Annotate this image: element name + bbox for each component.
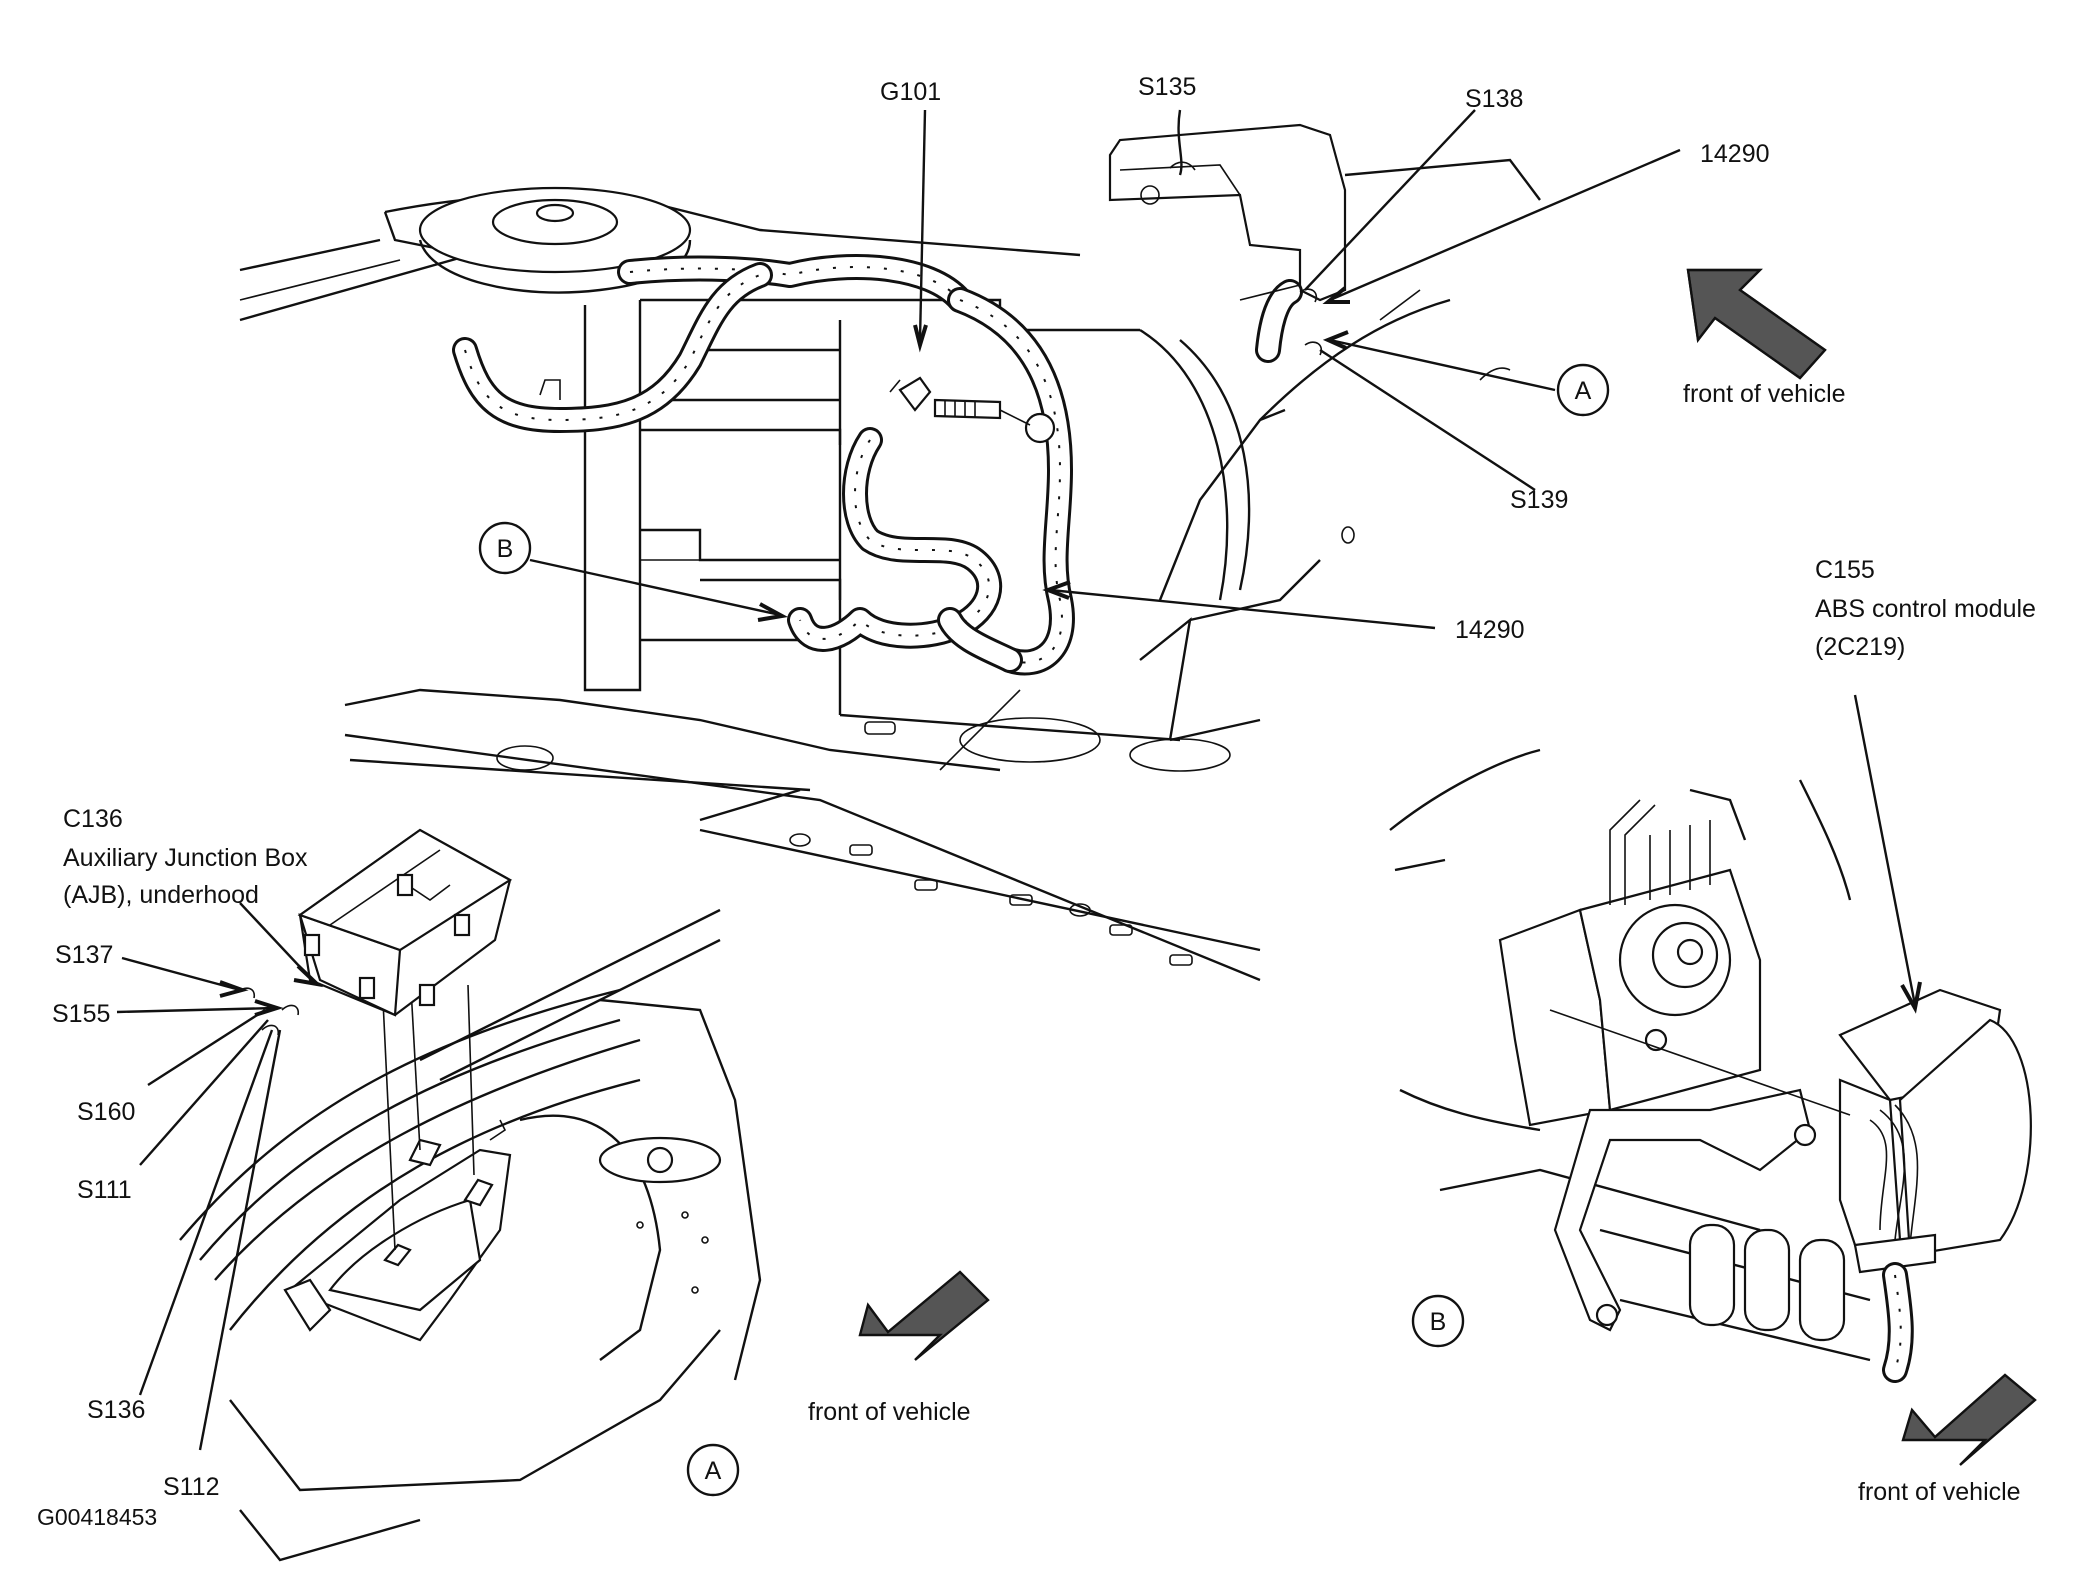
view-marker-main-b: B <box>478 521 532 575</box>
label-s112: S112 <box>163 1473 220 1501</box>
inset-a-drawing <box>179 828 762 1562</box>
main-view-leader-lines <box>529 109 1681 630</box>
label-g101: G101 <box>880 78 941 106</box>
svg-text:B: B <box>497 535 514 563</box>
view-marker-main-a: A <box>1556 363 1610 417</box>
direction-labels: front of vehicle front of vehicle front … <box>808 380 2021 1506</box>
inset-b-leader-lines <box>1853 694 1922 1014</box>
label-s160: S160 <box>77 1098 135 1126</box>
svg-text:A: A <box>705 1457 722 1485</box>
front-of-vehicle-label-main: front of vehicle <box>1683 380 1846 408</box>
label-s138: S138 <box>1465 85 1523 113</box>
label-c155-desc-1: ABS control module <box>1815 595 2036 623</box>
label-c155: C155 <box>1815 556 1875 584</box>
label-c155-desc-2: (2C219) <box>1815 633 1905 661</box>
front-of-vehicle-arrow-inset-a <box>858 1270 990 1361</box>
front-of-vehicle-arrow-main <box>1686 268 1827 380</box>
label-s155: S155 <box>52 1000 110 1028</box>
callout-labels: G101 S135 S138 14290 S139 14290 C136 Aux… <box>52 73 2036 1501</box>
front-of-vehicle-label-inset-b: front of vehicle <box>1858 1478 2021 1506</box>
svg-text:A: A <box>1575 377 1592 405</box>
label-s139: S139 <box>1510 486 1568 514</box>
label-c136-desc-2: (AJB), underhood <box>63 881 259 909</box>
label-s111: S111 <box>77 1176 132 1204</box>
label-s137: S137 <box>55 941 113 969</box>
label-14290-mid: 14290 <box>1455 616 1525 644</box>
label-14290-top: 14290 <box>1700 140 1770 168</box>
front-of-vehicle-arrow-inset-b <box>1901 1373 2037 1466</box>
svg-text:B: B <box>1430 1308 1447 1336</box>
inset-b-drawing <box>1389 748 2032 1383</box>
view-marker-inset-a: A <box>686 1443 740 1497</box>
front-of-vehicle-label-inset-a: front of vehicle <box>808 1398 971 1426</box>
label-s136: S136 <box>87 1396 145 1424</box>
label-c136: C136 <box>63 805 123 833</box>
label-c136-desc-1: Auxiliary Junction Box <box>63 844 308 872</box>
view-marker-inset-b: B <box>1411 1294 1465 1348</box>
inset-a-leader-lines <box>116 902 324 1451</box>
engine-compartment-drawing <box>239 123 1541 982</box>
label-s135: S135 <box>1138 73 1196 101</box>
figure-id: G00418453 <box>37 1504 157 1530</box>
